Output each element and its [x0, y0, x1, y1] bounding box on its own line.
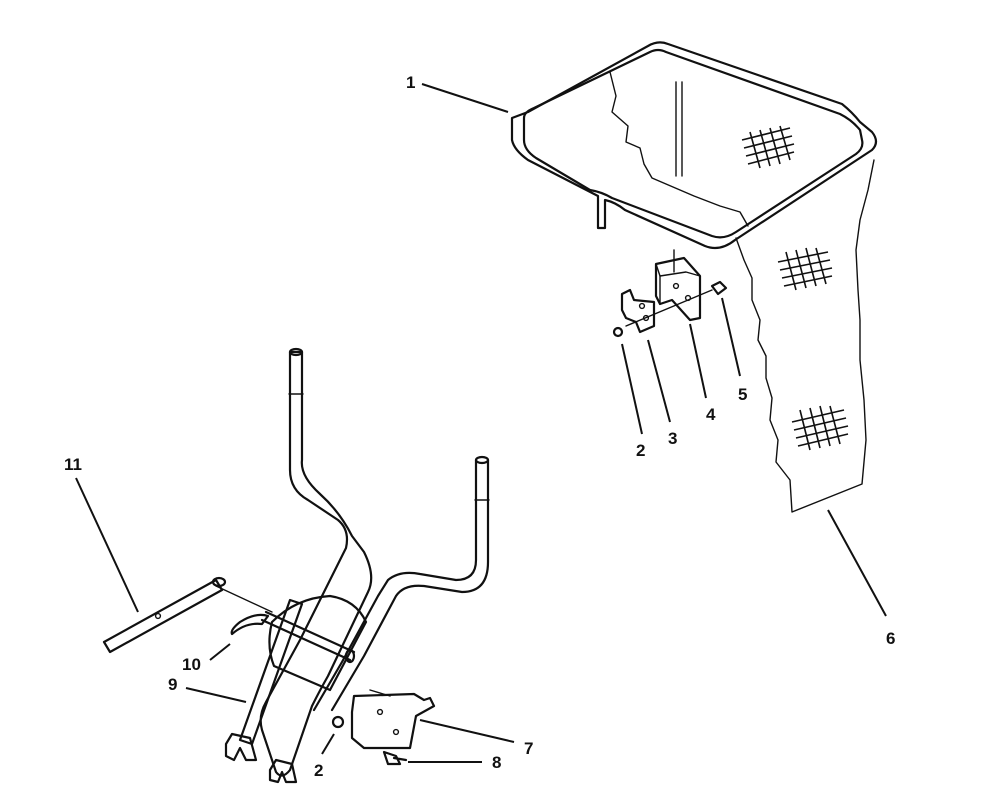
callout-9: 9: [168, 675, 177, 694]
callout-labels: 1 2 3 4 5 6 7 8 2 9 10 11: [64, 73, 895, 780]
bracket-assembly: [612, 249, 728, 338]
right-foot: [268, 758, 298, 784]
mesh-patch-middle: [777, 247, 833, 291]
handle-assembly: [224, 347, 490, 784]
hairpin-cotter: [230, 613, 270, 636]
lower-lock-nut: [331, 715, 345, 729]
callout-1: 1: [406, 73, 415, 92]
callout-7: 7: [524, 739, 533, 758]
callout-2-upper: 2: [636, 441, 645, 460]
callout-4: 4: [706, 405, 716, 424]
bag-frame: [510, 41, 878, 250]
callout-6: 6: [886, 629, 895, 648]
callout-5: 5: [738, 385, 747, 404]
lock-nut: [612, 326, 624, 338]
mesh-patch-top: [741, 125, 795, 169]
grass-bag: [609, 71, 875, 513]
callout-11: 11: [64, 455, 82, 474]
callout-10: 10: [182, 655, 201, 674]
support-rod: [102, 576, 227, 654]
callout-8: 8: [492, 753, 501, 772]
bolt: [382, 750, 408, 766]
carriage-bolt-head: [710, 280, 728, 296]
handle-bracket: [350, 692, 436, 750]
callout-2-lower: 2: [314, 761, 323, 780]
callout-3: 3: [668, 429, 677, 448]
leader-lines: [75, 83, 887, 763]
mesh-patch-bottom: [791, 405, 849, 451]
deflector-plate: [268, 594, 368, 692]
left-foot: [224, 732, 258, 762]
